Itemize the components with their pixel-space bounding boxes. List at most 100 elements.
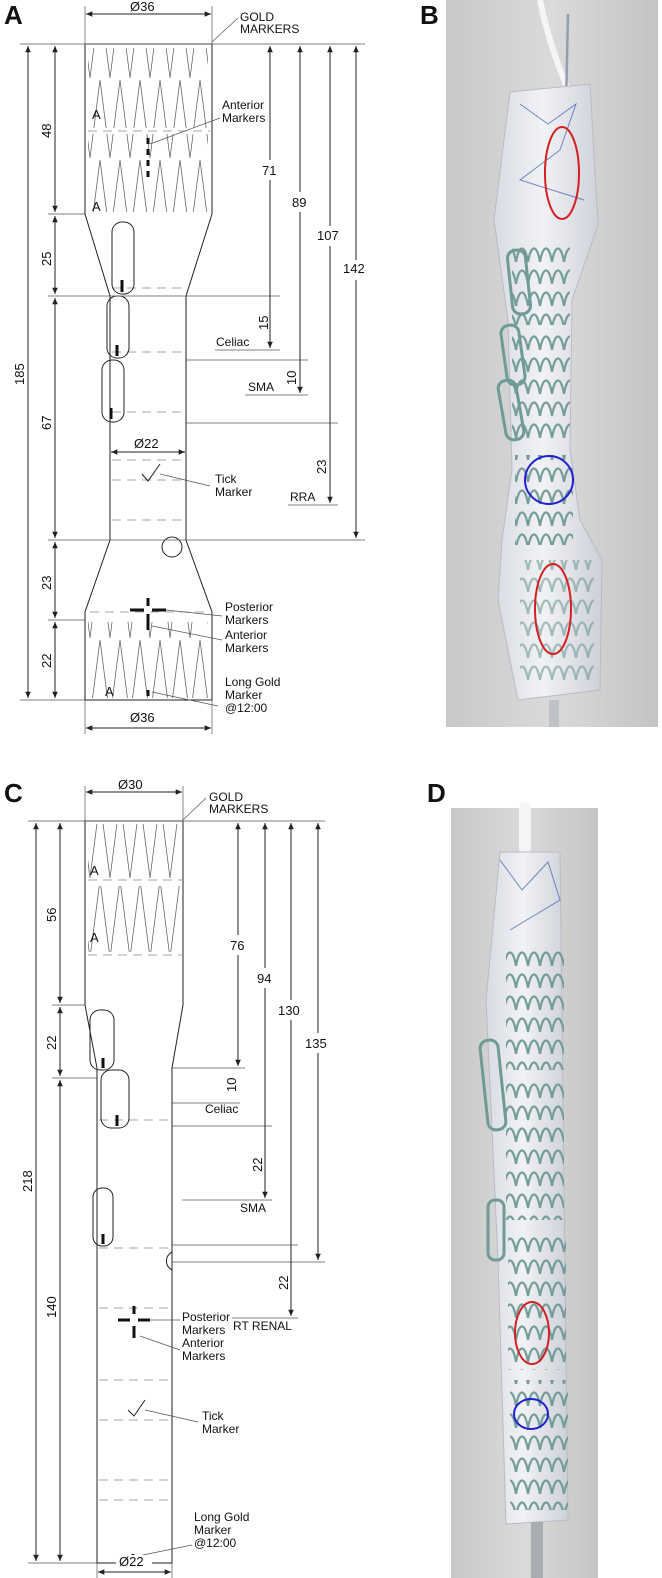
anterior-markers-a-l2: Markers	[222, 111, 265, 125]
dim-a-67: 67	[39, 416, 54, 430]
dim-c-94: 94	[257, 971, 271, 986]
stent-a-letter-2: A	[92, 199, 101, 214]
dim-a-89: 89	[292, 195, 306, 210]
dim-a-22: 22	[39, 654, 54, 668]
dim-c-56: 56	[44, 908, 59, 922]
tick-marker-c-l2: Marker	[202, 1422, 239, 1436]
posterior-marker-c	[118, 1306, 150, 1338]
vessel-a-sma: SMA	[248, 380, 274, 394]
red-circle-d	[514, 1301, 550, 1365]
dim-a-71: 71	[262, 163, 276, 178]
diameter-a-bottom: Ø36	[130, 710, 155, 725]
branch-b1	[505, 248, 533, 316]
panel-d: D	[427, 778, 598, 1578]
branch-c2	[100, 1069, 130, 1129]
gold-markers-a-l2: MARKERS	[240, 22, 299, 36]
diameter-a-top: Ø36	[130, 0, 155, 14]
vessel-c-rt-renal: RT RENAL	[233, 1319, 292, 1333]
dim-a-15: 15	[256, 316, 271, 330]
anterior-markers-a2-l2: Markers	[225, 641, 268, 655]
diameter-c-top: Ø30	[118, 777, 143, 792]
branch-d1	[478, 1038, 508, 1132]
blue-circle-d	[513, 1398, 549, 1430]
posterior-marker-a	[130, 598, 166, 630]
panel-a-letter: A	[4, 0, 23, 30]
branch-a3	[101, 359, 125, 423]
dim-a-23r: 23	[314, 460, 329, 474]
dim-a-142: 142	[343, 261, 365, 276]
stent-d-coils-1	[506, 950, 564, 1070]
dim-c-22b: 22	[276, 1276, 291, 1290]
stent-d-coils-4	[510, 1380, 568, 1510]
long-gold-a-l2: Marker	[225, 688, 262, 702]
stent-c-letter-2: A	[90, 930, 99, 945]
renal-fenestration-a	[161, 536, 183, 558]
stent-c-top-zigzag	[88, 824, 180, 880]
dim-c-140: 140	[44, 1296, 59, 1318]
dim-a-overall: 185	[12, 363, 27, 385]
diameter-a-mid: Ø22	[134, 436, 159, 451]
dim-a-23: 23	[39, 576, 54, 590]
panel-c-letter: C	[4, 778, 23, 808]
panel-a: A A A A	[4, 0, 370, 734]
anterior-markers-c-l1: Anterior	[182, 1336, 224, 1350]
panel-d-letter: D	[427, 778, 446, 808]
stent-b-coils-1	[512, 245, 570, 325]
stent-a-top-zigzag	[88, 48, 208, 128]
vessel-c-sma: SMA	[240, 1201, 266, 1215]
branch-a1	[111, 221, 135, 295]
dim-c-22a: 22	[250, 1158, 265, 1172]
dim-a-10: 10	[284, 371, 299, 385]
branch-b3	[496, 378, 526, 442]
panel-b: B	[420, 0, 658, 727]
vessel-a-rra: RRA	[290, 490, 315, 504]
anterior-markers-a2-l1: Anterior	[225, 628, 267, 642]
panel-c: C A A Ø30 Ø22	[4, 777, 332, 1578]
gold-markers-c-l2: MARKERS	[209, 802, 268, 816]
stent-c-letter-1: A	[90, 863, 99, 878]
blue-circle-b	[524, 455, 574, 505]
tick-marker-a-l1: Tick	[215, 472, 238, 486]
dim-a-25: 25	[39, 252, 54, 266]
gold-markers-a-l1: GOLD	[240, 10, 274, 24]
vessel-a-celiac: Celiac	[216, 335, 249, 349]
dim-a-107: 107	[317, 228, 339, 243]
stent-a-bottom-zigzag	[88, 622, 208, 698]
long-gold-c-l3: @12:00	[194, 1536, 237, 1550]
posterior-markers-c-l2: Markers	[182, 1323, 225, 1337]
long-gold-c-l1: Long Gold	[194, 1510, 249, 1524]
dim-c-130: 130	[278, 1003, 300, 1018]
gold-markers-c-l1: GOLD	[209, 790, 243, 804]
stent-c-upper-zigzag	[88, 886, 180, 952]
stent-a-letter-3: A	[105, 684, 114, 699]
long-gold-a-l1: Long Gold	[225, 675, 280, 689]
branch-b2	[499, 323, 527, 387]
posterior-markers-a-l1: Posterior	[225, 600, 273, 614]
dim-c-76: 76	[230, 938, 244, 953]
red-circle-b2	[534, 563, 572, 655]
vessel-c-celiac: Celiac	[205, 1102, 238, 1116]
tick-marker-c-l1: Tick	[202, 1409, 225, 1423]
branch-d2	[486, 1198, 506, 1262]
branch-c3	[92, 1187, 114, 1247]
panel-b-letter: B	[420, 0, 439, 30]
dim-c-22: 22	[44, 1036, 59, 1050]
dim-a-48: 48	[39, 124, 54, 138]
stent-d-coils-2	[506, 1080, 564, 1220]
anterior-markers-c-l2: Markers	[182, 1349, 225, 1363]
tick-marker-c	[127, 1399, 146, 1417]
dim-c-135: 135	[305, 1036, 327, 1051]
posterior-markers-c-l1: Posterior	[182, 1310, 230, 1324]
stent-b-coils-3	[515, 455, 573, 545]
branch-c1	[89, 1009, 115, 1071]
